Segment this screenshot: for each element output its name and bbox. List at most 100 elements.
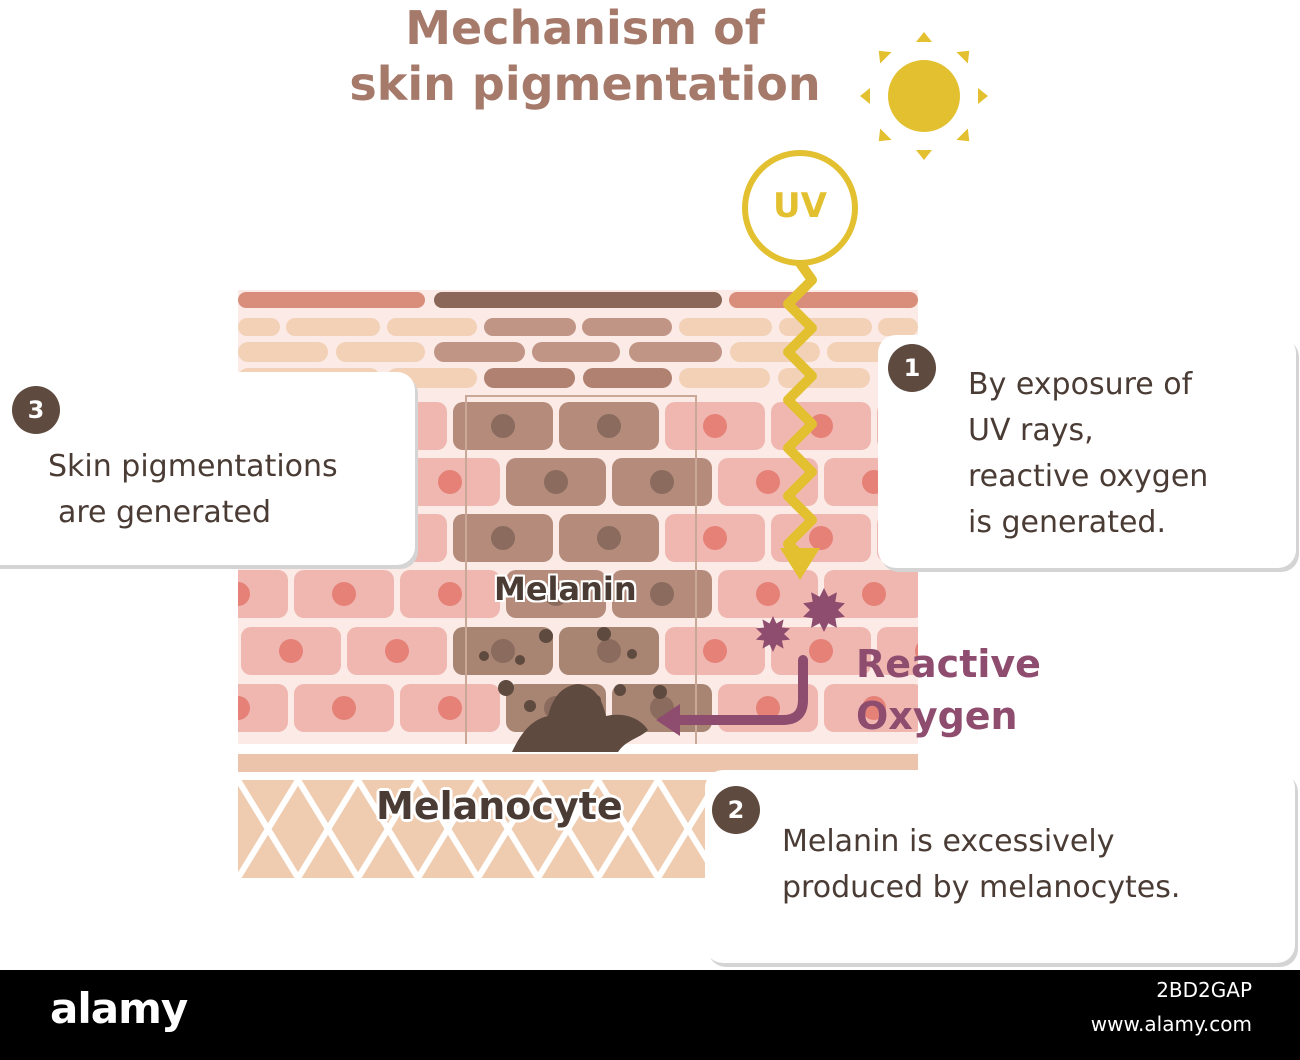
cell-nucleus <box>597 639 621 663</box>
cell-nucleus <box>238 696 250 720</box>
melanin-granule <box>627 649 637 659</box>
reactive-oxygen-arrow <box>667 655 808 725</box>
step-1-card <box>878 335 1296 568</box>
reactive-oxygen-icon <box>656 588 845 736</box>
cell-nucleus <box>756 470 780 494</box>
dermis-fiber <box>415 778 481 878</box>
corneum-cell <box>629 342 722 362</box>
sun-ray <box>860 88 870 104</box>
melanin-granule <box>591 695 601 705</box>
corneum-cell <box>583 368 672 388</box>
corneum-cell <box>336 342 425 362</box>
brand-logo: alamy <box>50 984 188 1033</box>
cell-nucleus <box>438 696 462 720</box>
step-3-card <box>0 372 415 565</box>
step-1-text: By exposure of UV rays, reactive oxygen … <box>968 362 1208 546</box>
melanin-granule <box>524 700 536 712</box>
step-3-badge: 3 <box>12 386 60 434</box>
corneum-cell <box>778 368 870 388</box>
basement-membrane <box>238 754 918 772</box>
sun-ray <box>916 32 932 42</box>
step-2-card <box>705 770 1295 963</box>
cell-nucleus <box>756 696 780 720</box>
step-1-line-3: reactive oxygen <box>968 459 1209 494</box>
melanin-granule <box>498 680 514 696</box>
step-3-line-1: Skin pigmentations <box>48 449 338 484</box>
corneum-cell <box>779 318 872 336</box>
step-1-line-2: UV rays, <box>968 413 1094 448</box>
corneum-cell <box>434 292 722 308</box>
cell-nucleus <box>438 470 462 494</box>
reactive-oxygen-line-2: Oxygen <box>856 694 1018 738</box>
melanin-granule <box>597 627 611 641</box>
corneum-cell <box>532 342 620 362</box>
cell-nucleus <box>862 696 886 720</box>
sun-disc <box>888 60 960 132</box>
cell-nucleus <box>703 414 727 438</box>
sun-ray <box>956 50 970 64</box>
step-2-line-1: Melanin is excessively <box>782 824 1115 859</box>
cell-nucleus <box>544 582 568 606</box>
corneum-cell <box>387 318 477 336</box>
site-url: www.alamy.com <box>1090 1012 1252 1036</box>
melanocyte-shape <box>512 684 648 752</box>
melanin-granule <box>653 685 667 699</box>
skin-cell <box>238 570 288 618</box>
cell-nucleus <box>809 639 833 663</box>
melanin-granule <box>515 655 525 665</box>
step-2-badge: 2 <box>712 786 760 834</box>
corneum-cell <box>729 292 918 308</box>
dermis-fiber <box>535 778 601 878</box>
cell-nucleus <box>703 526 727 550</box>
title-line-1: Mechanism of <box>405 1 765 55</box>
cell-nucleus <box>597 414 621 438</box>
cell-nucleus <box>279 639 303 663</box>
cell-nucleus <box>756 582 780 606</box>
cell-nucleus <box>491 414 515 438</box>
step-3-text: Skin pigmentations are generated <box>48 444 338 536</box>
cell-nucleus <box>915 643 918 659</box>
dermis-fiber <box>238 778 301 878</box>
step-3-line-2: are generated <box>58 495 272 530</box>
corneum-cell <box>238 342 328 362</box>
skin-cell <box>877 627 918 675</box>
corneum-cell <box>679 318 772 336</box>
cell-nucleus <box>650 470 674 494</box>
uv-arrowhead <box>780 548 820 580</box>
membrane-white-2 <box>238 772 918 780</box>
melanin-granule <box>539 629 553 643</box>
skin-cell <box>238 684 288 732</box>
sun-ray <box>956 128 970 142</box>
cell-nucleus <box>597 526 621 550</box>
reactive-oxygen-arrowhead <box>656 704 680 736</box>
dermis-fiber <box>595 778 661 878</box>
sun-icon <box>860 32 988 160</box>
melanin-granule <box>614 684 626 696</box>
dermis-fiber <box>475 778 541 878</box>
cell-nucleus <box>491 639 515 663</box>
corneum-cell <box>679 368 770 388</box>
corneum-cell <box>730 342 820 362</box>
step-1-line-4: is generated. <box>968 505 1166 540</box>
cell-nucleus <box>862 582 886 606</box>
melanin-granule <box>479 651 489 661</box>
uv-ray-icon <box>742 150 858 580</box>
sun-ray <box>878 50 892 64</box>
cell-nucleus <box>650 582 674 606</box>
footer-bar: alamy 2BD2GAP www.alamy.com <box>0 970 1300 1060</box>
sun-ray <box>916 150 932 160</box>
melanocyte-label: Melanocyte <box>376 784 623 828</box>
cell-nucleus <box>332 696 356 720</box>
step-1-line-1: By exposure of <box>968 367 1193 402</box>
melanin-label: Melanin <box>494 570 637 608</box>
diagram-title: Mechanism of skin pigmentation <box>300 0 870 112</box>
sun-ray <box>978 88 988 104</box>
reactive-oxygen-star-small <box>755 616 791 652</box>
cell-nucleus <box>385 639 409 663</box>
reactive-oxygen-label: Reactive Oxygen <box>856 638 1041 742</box>
corneum-cell <box>484 368 575 388</box>
corneum-cell <box>484 318 576 336</box>
title-line-2: skin pigmentation <box>349 57 821 111</box>
